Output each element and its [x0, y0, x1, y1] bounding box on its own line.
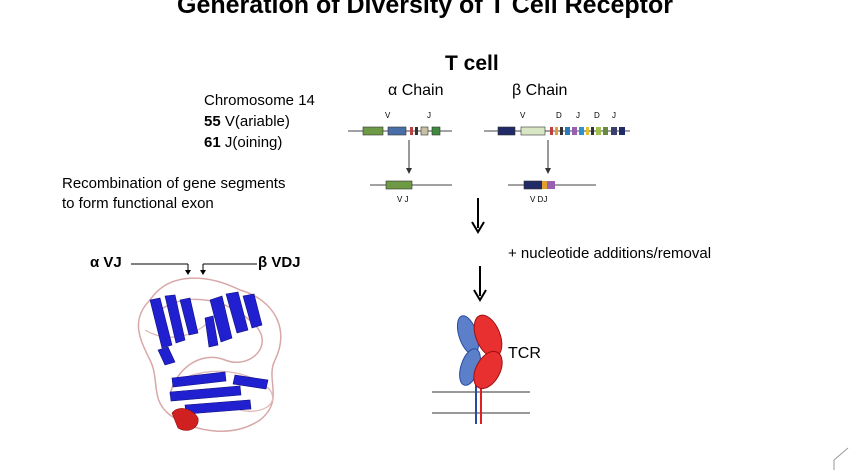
alpha-germline-gene — [348, 126, 452, 136]
beta-j2-label: J — [612, 111, 616, 120]
page-title: Generation of Diversity of T Cell Recept… — [177, 0, 673, 19]
beta-vdj-label: β VDJ — [258, 254, 301, 271]
alpha-j-label: J — [427, 111, 431, 120]
recombination-line-1: Recombination of gene segments — [62, 175, 286, 192]
nucleotide-note: + nucleotide additions/removal — [508, 245, 712, 262]
chromosome-line: Chromosome 14 — [204, 92, 315, 109]
beta-rearranged-gene — [508, 180, 596, 190]
beta-j1-label: J — [576, 111, 580, 120]
j-text: J(oining) — [220, 134, 283, 151]
beta-v-label: V — [520, 111, 526, 120]
down-arrow-2 — [473, 266, 487, 302]
alpha-arrowhead — [406, 168, 412, 174]
variable-count-line: 55 V(ariable) — [204, 111, 315, 132]
beta-arrowhead — [545, 168, 551, 174]
alpha-chain-label: α Chain — [388, 82, 444, 99]
t-cell-heading: T cell — [445, 52, 499, 75]
j-count: 61 — [204, 134, 221, 151]
protein-structure-image — [137, 277, 282, 432]
recombination-text: Recombination of gene segments to form f… — [62, 174, 285, 214]
joining-count-line: 61 J(oining) — [204, 132, 315, 153]
beta-d2-label: D — [594, 111, 600, 120]
v-text: V(ariable) — [220, 113, 290, 130]
alpha-v-label: V — [385, 111, 391, 120]
v-count: 55 — [204, 113, 221, 130]
recombination-line-2: to form functional exon — [62, 195, 214, 212]
beta-result-label: V DJ — [530, 195, 548, 204]
corner-resize-mark — [833, 447, 849, 470]
alpha-rearranged-gene — [370, 180, 452, 190]
tcr-label: TCR — [508, 345, 541, 362]
tcr-schematic — [432, 314, 530, 424]
alpha-result-label: V J — [397, 195, 409, 204]
beta-d1-label: D — [556, 111, 562, 120]
alpha-vj-label: α VJ — [90, 254, 122, 271]
beta-chain-label: β Chain — [512, 82, 568, 99]
chromosome-info: Chromosome 14 55 V(ariable) 61 J(oining) — [204, 90, 315, 153]
down-arrow-1 — [471, 198, 485, 234]
beta-germline-gene — [484, 126, 630, 136]
